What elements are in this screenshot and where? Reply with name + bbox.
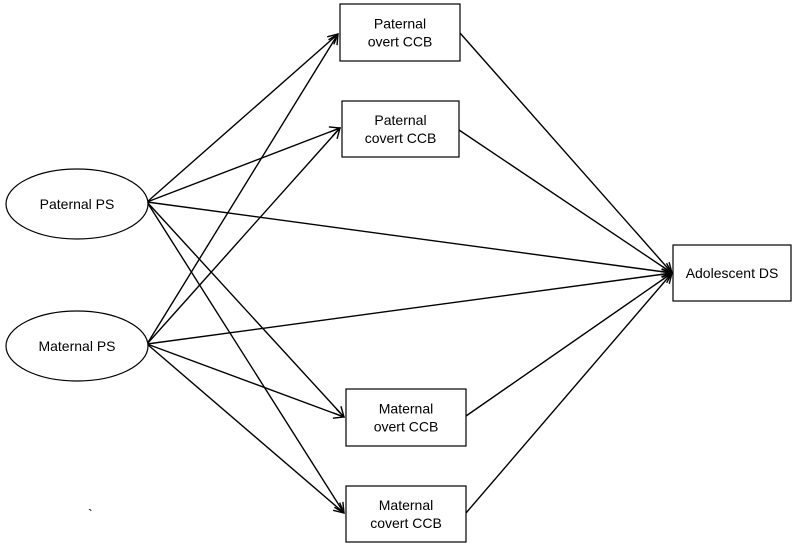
arrow-maternal-ps-to-paternal-covert	[146, 128, 340, 345]
arrow-maternal-overt-to-adolescent-ds	[465, 273, 672, 417]
arrow-maternal-ps-to-maternal-overt	[146, 343, 344, 417]
arrow-paternal-ps-to-paternal-overt	[146, 34, 338, 203]
node-label-line: Paternal	[374, 16, 426, 32]
node-label-line: Paternal	[374, 112, 426, 128]
arrow-maternal-ps-to-maternal-covert	[146, 343, 344, 513]
arrow-paternal-ps-to-adolescent-ds	[146, 201, 672, 273]
arrow-maternal-ps-to-paternal-overt	[146, 34, 338, 345]
node-shape-ellipse	[5, 310, 149, 382]
node-label-line: Adolescent DS	[686, 265, 779, 281]
node-label-line: covert CCB	[370, 515, 442, 531]
node-shape-box	[672, 244, 792, 302]
node-shape-box	[341, 100, 460, 158]
arrow-maternal-covert-to-adolescent-ds	[465, 273, 672, 514]
node-shape-box	[345, 485, 467, 543]
node-maternal-overt: Maternal overt CCB	[345, 388, 467, 447]
node-label-line: overt CCB	[368, 34, 433, 50]
node-maternal-covert: Maternal covert CCB	[345, 485, 467, 543]
stray-mark: `	[88, 506, 93, 522]
node-label-line: Paternal PS	[40, 196, 115, 212]
node-label-line: Maternal	[379, 497, 433, 513]
node-shape-box	[339, 3, 461, 62]
arrow-paternal-ps-to-maternal-covert	[146, 201, 344, 513]
arrow-paternal-ps-to-paternal-covert	[146, 128, 340, 203]
node-maternal-ps: Maternal PS	[5, 310, 149, 382]
node-label-line: Maternal	[379, 401, 433, 417]
node-paternal-covert: Paternal covert CCB	[341, 100, 460, 158]
arrow-paternal-ps-to-maternal-overt	[146, 201, 344, 417]
arrow-maternal-ps-to-adolescent-ds	[146, 273, 672, 345]
node-label-line: overt CCB	[374, 419, 439, 435]
arrow-paternal-overt-to-adolescent-ds	[459, 32, 672, 273]
node-paternal-overt: Paternal overt CCB	[339, 3, 461, 62]
node-label-line: Maternal PS	[38, 338, 115, 354]
node-paternal-ps: Paternal PS	[5, 168, 149, 240]
node-shape-ellipse	[5, 168, 149, 240]
node-shape-box	[345, 388, 467, 447]
node-adolescent-ds: Adolescent DS	[672, 244, 792, 302]
edge-layer	[146, 32, 672, 514]
node-label-line: covert CCB	[365, 130, 437, 146]
arrow-paternal-covert-to-adolescent-ds	[458, 129, 672, 273]
